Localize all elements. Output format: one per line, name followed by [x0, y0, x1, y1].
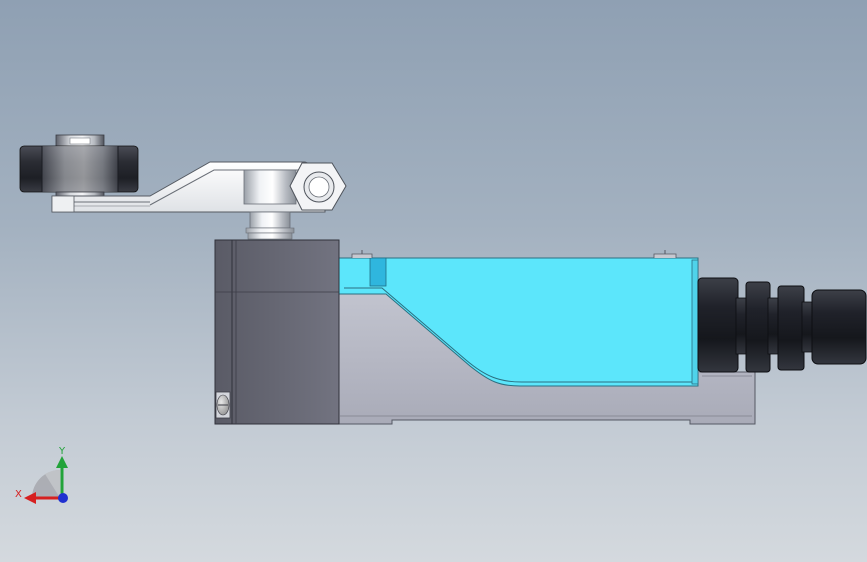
hex-nut[interactable] — [289, 162, 347, 211]
pivot-shaft[interactable] — [243, 169, 297, 240]
switch-body[interactable] — [337, 250, 699, 387]
head-screw-icon — [215, 391, 231, 419]
cable-gland[interactable] — [697, 277, 867, 373]
coordinate-triad: Y X — [15, 446, 68, 504]
y-axis-label: Y — [58, 446, 66, 457]
roller-wheel[interactable] — [19, 134, 139, 201]
switch-head[interactable] — [214, 239, 340, 425]
x-axis-label: X — [15, 489, 22, 500]
